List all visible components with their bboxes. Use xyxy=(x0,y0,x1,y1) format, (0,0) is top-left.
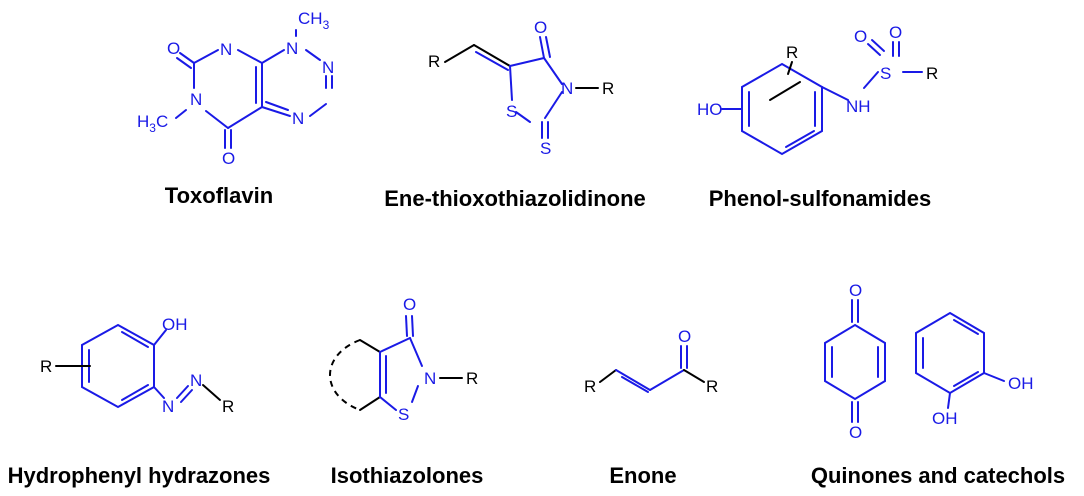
hydrazone-n-r-bond xyxy=(202,384,221,401)
hydrazone-structure: OH R N N R Hydrophenyl hydrazones xyxy=(8,315,271,488)
quinone-o-bottom: O xyxy=(849,423,862,442)
enone-r2: R xyxy=(706,377,718,396)
phenol-s: S xyxy=(880,64,891,83)
hydrazone-n2: N xyxy=(190,371,202,390)
phenol-o2: O xyxy=(889,23,902,42)
enone-structure: O R R Enone xyxy=(584,327,718,488)
enone-bonds xyxy=(615,345,688,393)
ene-s-ring: S xyxy=(506,102,517,121)
phenol-nh: NH xyxy=(846,97,871,116)
enone-r1: R xyxy=(584,377,596,396)
isothiazolone-upper-bond xyxy=(359,339,381,353)
ene-label: Ene-thioxothiazolidinone xyxy=(384,186,646,211)
enone-o: O xyxy=(678,327,691,346)
phenol-o1: O xyxy=(854,27,867,46)
isothiazolone-structure: O N R S Isothiazolones xyxy=(329,295,484,488)
phenol-r-link xyxy=(787,61,793,75)
enone-r2-bond xyxy=(683,369,705,383)
toxoflavin-bonds xyxy=(175,29,333,149)
catechol-oh-2: OH xyxy=(932,409,958,428)
toxoflavin-n-left: N xyxy=(190,90,202,109)
phenol-label: Phenol-sulfonamides xyxy=(709,186,931,211)
ene-r2: R xyxy=(602,79,614,98)
toxoflavin-n1: N xyxy=(286,39,298,58)
hydrazone-ring-bonds xyxy=(81,323,193,409)
phenol-r2: R xyxy=(926,64,938,83)
phenol-r-bond xyxy=(769,81,801,101)
toxoflavin-o-bottom: O xyxy=(222,149,235,168)
toxoflavin-methyl-2: H3C xyxy=(137,112,168,135)
quinone-label: Quinones and catechols xyxy=(811,463,1065,488)
quinone-structure: O O OH OH Quinones and catechols xyxy=(811,281,1065,488)
toxoflavin-o-top: O xyxy=(167,39,180,58)
phenol-r: R xyxy=(786,43,798,62)
isothiazolone-lower-bond xyxy=(359,396,381,411)
catechol-bonds xyxy=(915,311,1005,409)
quinone-bonds xyxy=(824,299,886,423)
ene-n: N xyxy=(561,79,573,98)
toxoflavin-n-top: N xyxy=(220,40,232,59)
hydrazone-n1: N xyxy=(162,397,174,416)
toxoflavin-structure: O N N CH3 N N N H3C O Toxoflavin xyxy=(137,9,334,208)
isothiazolone-o: O xyxy=(403,295,416,314)
ene-r1: R xyxy=(428,52,440,71)
hydrazone-r2: R xyxy=(222,397,234,416)
isothiazolone-label: Isothiazolones xyxy=(331,463,484,488)
isothiazolone-n: N xyxy=(424,369,436,388)
phenol-ho: HO xyxy=(697,100,723,119)
isothiazolone-ring-bonds xyxy=(379,315,423,411)
isothiazolone-r: R xyxy=(466,369,478,388)
ene-r-bond xyxy=(444,44,475,63)
ene-vinyl-bond xyxy=(473,44,511,67)
ene-structure: R O N R S S Ene-thioxothiazolidinone xyxy=(384,18,646,211)
toxoflavin-n4: N xyxy=(292,109,304,128)
hydrazone-label: Hydrophenyl hydrazones xyxy=(8,463,271,488)
phenol-structure: R HO NH S O O R Phenol-sulfonamides xyxy=(697,23,938,211)
ene-double-bond xyxy=(475,51,509,71)
quinone-o-top: O xyxy=(849,281,862,300)
toxoflavin-methyl-1: CH3 xyxy=(298,9,330,32)
ene-o: O xyxy=(534,18,547,37)
hydrazone-r1: R xyxy=(40,357,52,376)
ene-s-exo: S xyxy=(540,139,551,158)
hydrazone-oh: OH xyxy=(162,315,188,334)
enone-r1-bond xyxy=(599,369,617,383)
isothiazolone-s: S xyxy=(398,405,409,424)
toxoflavin-n2: N xyxy=(322,58,334,77)
ene-ring-bonds xyxy=(509,36,563,139)
toxoflavin-label: Toxoflavin xyxy=(165,183,273,208)
enone-label: Enone xyxy=(609,463,676,488)
phenol-ring-bonds xyxy=(721,39,900,156)
catechol-oh-1: OH xyxy=(1008,374,1034,393)
isothiazolone-dashed-ring xyxy=(329,339,361,411)
